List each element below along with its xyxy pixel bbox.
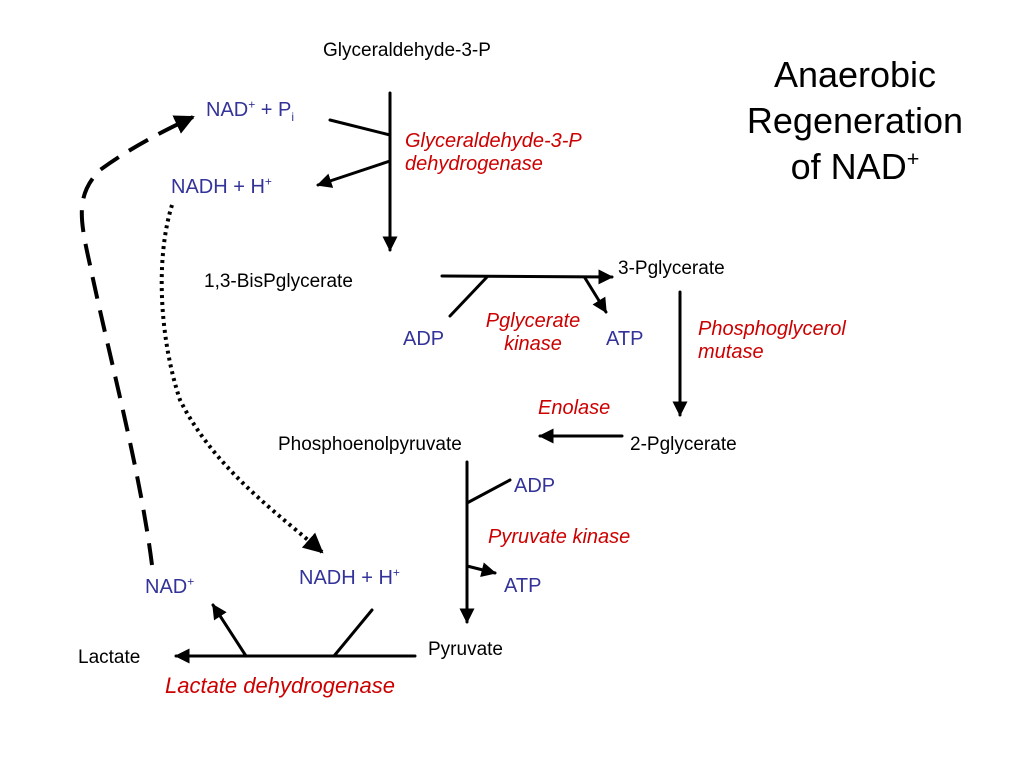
cofactor-nad-pi: NAD+ + Pi — [206, 97, 295, 124]
cofactor-atp-2: ATP — [504, 575, 542, 597]
enzyme-enolase: Enolase — [538, 397, 611, 419]
nadh-top-text: NADH + H — [171, 176, 265, 198]
dashed-nad-regeneration-arrow — [79, 115, 195, 566]
enzyme-pglycerate-kinase: Pglycerate kinase — [468, 310, 598, 356]
enzyme-phosphoglycerol-mutase: Phosphoglycerol mutase — [698, 318, 846, 364]
arrow-atp1-out — [583, 276, 608, 314]
cofactor-atp-1: ATP — [606, 328, 644, 350]
enzyme-pgk-line-1: Pglycerate — [485, 310, 581, 332]
enzyme-gapdh-line-1: Glyceraldehyde-3-P — [405, 130, 582, 152]
enzyme-pgk-line-2: kinase — [504, 333, 562, 355]
arrow-nad-out-ldh — [211, 603, 248, 658]
arrow-nadh-in-ldh — [332, 608, 374, 658]
cofactor-nadh-top: NADH + H+ — [171, 174, 272, 199]
cofactor-nadh-bottom: NADH + H+ — [299, 565, 400, 590]
molecule-3-pglycerate: 3-Pglycerate — [618, 258, 725, 279]
title-line-3: of NAD+ — [730, 144, 980, 190]
nad-pi-sup: + — [248, 97, 256, 112]
title-line-3-text: of NAD — [790, 146, 907, 187]
dotted-nadh-transfer-arrow — [159, 204, 324, 554]
molecule-2-pglycerate: 2-Pglycerate — [630, 434, 737, 455]
cofactor-adp-1: ADP — [403, 328, 445, 350]
title-line-2: Regeneration — [746, 100, 964, 141]
molecule-glyceraldehyde-3-p: Glyceraldehyde-3-P — [323, 40, 491, 61]
arrow-adp1-in — [448, 275, 489, 318]
nad-bottom-text: NAD — [145, 576, 188, 598]
nad-pi-nad: NAD — [206, 99, 249, 121]
molecule-1-3-bispglycerate: 1,3-BisPglycerate — [204, 271, 353, 292]
arrow-atp2-out — [465, 562, 497, 578]
arrow-adp2-in — [465, 478, 512, 505]
title-line-1: Anaerobic — [773, 54, 937, 95]
arrow-nad-in — [328, 118, 392, 137]
molecule-pyruvate: Pyruvate — [428, 639, 503, 660]
molecule-phosphoenolpyruvate: Phosphoenolpyruvate — [278, 434, 462, 455]
nadh-bottom-sup: + — [392, 565, 400, 580]
enzyme-pyruvate-kinase: Pyruvate kinase — [488, 526, 631, 548]
cofactor-adp-2: ADP — [514, 475, 556, 497]
enzyme-pgm-line-1: Phosphoglycerol — [698, 318, 846, 340]
enzyme-gapdh: Glyceraldehyde-3-P dehydrogenase — [405, 130, 582, 176]
enzyme-pgm-line-2: mutase — [698, 341, 764, 363]
enzyme-lactate-dehydrogenase: Lactate dehydrogenase — [165, 673, 395, 698]
enzyme-gapdh-line-2: dehydrogenase — [405, 153, 543, 175]
page-title: Anaerobic Regeneration of NAD+ — [730, 52, 980, 190]
nad-bottom-sup: + — [187, 574, 195, 589]
cofactor-nad-bottom: NAD+ — [145, 574, 195, 599]
nad-pi-sub: i — [291, 110, 295, 124]
nadh-top-sup: + — [264, 174, 272, 189]
title-line-3-sup: + — [906, 146, 920, 171]
nadh-bottom-text: NADH + H — [299, 567, 393, 589]
molecule-lactate: Lactate — [78, 647, 141, 668]
arrow-bpg-to-3pg — [440, 269, 614, 285]
nad-pi-plus: + P — [255, 99, 292, 121]
arrow-nadh-out — [316, 159, 392, 188]
